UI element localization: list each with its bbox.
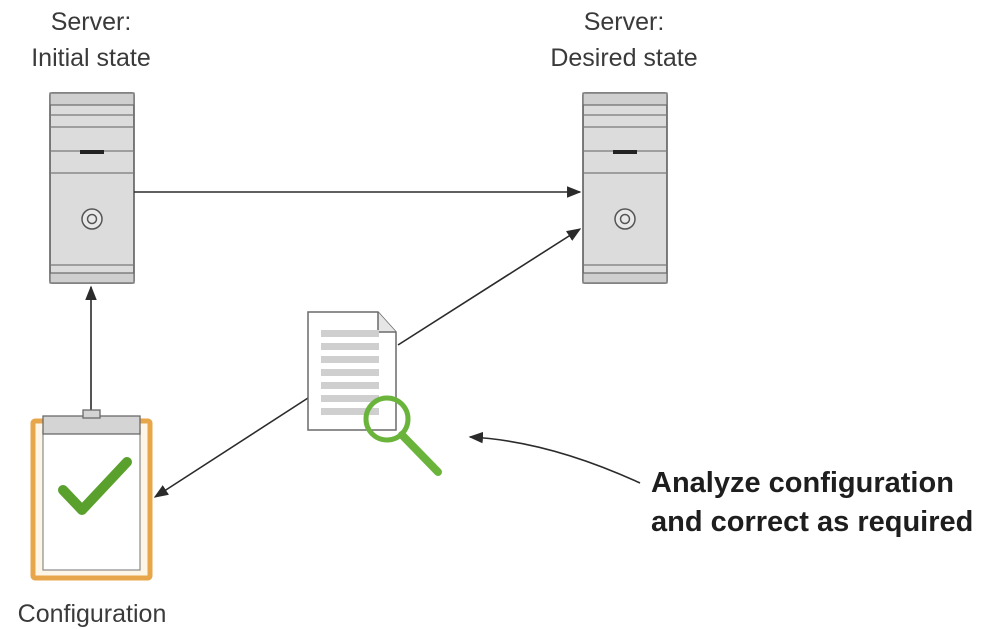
callout-line1: Analyze configuration xyxy=(651,467,954,499)
configuration-label: Configuration xyxy=(18,600,167,628)
clipboard-checkmark-icon xyxy=(30,409,153,581)
callout-line2: and correct as required xyxy=(651,506,973,538)
desired-server-label-line2: Desired state xyxy=(550,44,697,72)
arrow-document-to-desired xyxy=(397,228,582,346)
initial-server-label-line1: Server: xyxy=(51,8,132,36)
server-tower-icon xyxy=(49,92,135,284)
initial-server-label-line2: Initial state xyxy=(31,44,151,72)
server-tower-icon xyxy=(582,92,668,284)
document-magnifier-icon xyxy=(307,311,442,476)
arrow-document-to-config xyxy=(153,397,309,498)
desired-server-label-line1: Server: xyxy=(584,8,665,36)
callout-pointer-arrow xyxy=(468,431,641,484)
